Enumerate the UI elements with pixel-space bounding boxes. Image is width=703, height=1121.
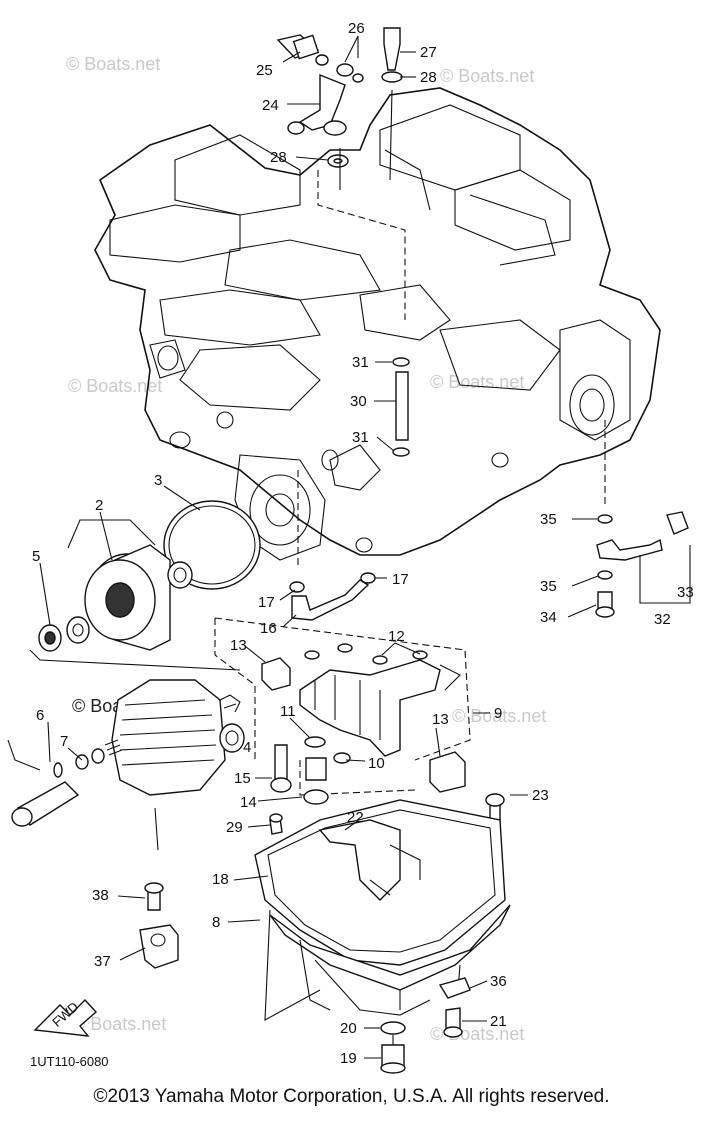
callout-17a: 17 xyxy=(258,594,275,611)
oil-strainer-assembly xyxy=(214,617,505,841)
callout-37: 37 xyxy=(94,953,111,970)
watermark-1: © Boats.net xyxy=(66,54,160,74)
oil-pan xyxy=(254,799,511,1021)
callout-32: 32 xyxy=(654,611,671,628)
callout-5: 5 xyxy=(32,548,40,565)
callout-3: 3 xyxy=(154,472,162,489)
callout-27: 27 xyxy=(420,44,437,61)
callout-6: 6 xyxy=(36,707,44,724)
callout-16: 16 xyxy=(260,620,277,637)
callout-14: 14 xyxy=(240,794,257,811)
callout-9: 9 xyxy=(494,705,502,722)
callout-29: 29 xyxy=(226,819,243,836)
callout-35b: 35 xyxy=(540,578,557,595)
callout-13b: 13 xyxy=(432,711,449,728)
engine-crankcase-illustration xyxy=(94,87,661,561)
parts-group-top-fittings xyxy=(276,27,403,168)
callout-35a: 35 xyxy=(540,511,557,528)
callout-13a: 13 xyxy=(230,637,247,654)
callout-31b: 31 xyxy=(352,429,369,446)
watermark-7: © Boats.net xyxy=(72,1014,166,1034)
callout-7: 7 xyxy=(60,733,68,750)
oil-filter-parts xyxy=(38,500,261,652)
callout-23: 23 xyxy=(532,787,549,804)
diagram-code: 1UT110-6080 xyxy=(30,1054,109,1069)
oil-pipe-30-31 xyxy=(392,357,410,457)
callout-18: 18 xyxy=(212,871,229,888)
filter-cover-parts xyxy=(11,679,245,827)
callout-12: 12 xyxy=(388,628,405,645)
parts-group-lower xyxy=(139,882,471,1074)
watermark-6: © Boats.net xyxy=(452,706,546,726)
watermark-3: © Boats.net xyxy=(68,376,162,396)
callout-4: 4 xyxy=(243,739,251,756)
copyright-notice: ©2013 Yamaha Motor Corporation, U.S.A. A… xyxy=(93,1086,610,1107)
callout-28b: 28 xyxy=(270,149,287,166)
callout-8: 8 xyxy=(212,914,220,931)
watermark-4: © Boats.net xyxy=(430,372,524,392)
oil-pipe-16-17 xyxy=(289,572,376,621)
callout-17b: 17 xyxy=(392,571,409,588)
callout-labels: 1 2 3 4 5 6 7 8 9 10 11 12 13 13 14 15 1… xyxy=(32,20,694,1067)
callout-36: 36 xyxy=(490,973,507,990)
callout-10: 10 xyxy=(368,755,385,772)
callout-38: 38 xyxy=(92,887,109,904)
callout-24: 24 xyxy=(262,97,279,114)
callout-26: 26 xyxy=(348,20,365,37)
parts-group-right-pipe xyxy=(595,511,691,618)
callout-2: 2 xyxy=(95,497,103,514)
callout-15: 15 xyxy=(234,770,251,787)
callout-28a: 28 xyxy=(420,69,437,86)
callout-22: 22 xyxy=(347,809,364,826)
callout-31a: 31 xyxy=(352,354,369,371)
callout-25: 25 xyxy=(256,62,273,79)
callout-30: 30 xyxy=(350,393,367,410)
callout-11: 11 xyxy=(280,703,296,720)
callout-34: 34 xyxy=(540,609,557,626)
watermark-2: © Boats.net xyxy=(440,66,534,86)
leader-lines xyxy=(39,35,599,1059)
callout-33: 33 xyxy=(677,584,694,601)
callout-19: 19 xyxy=(340,1050,357,1067)
callout-20: 20 xyxy=(340,1020,357,1037)
callout-21: 21 xyxy=(490,1013,507,1030)
